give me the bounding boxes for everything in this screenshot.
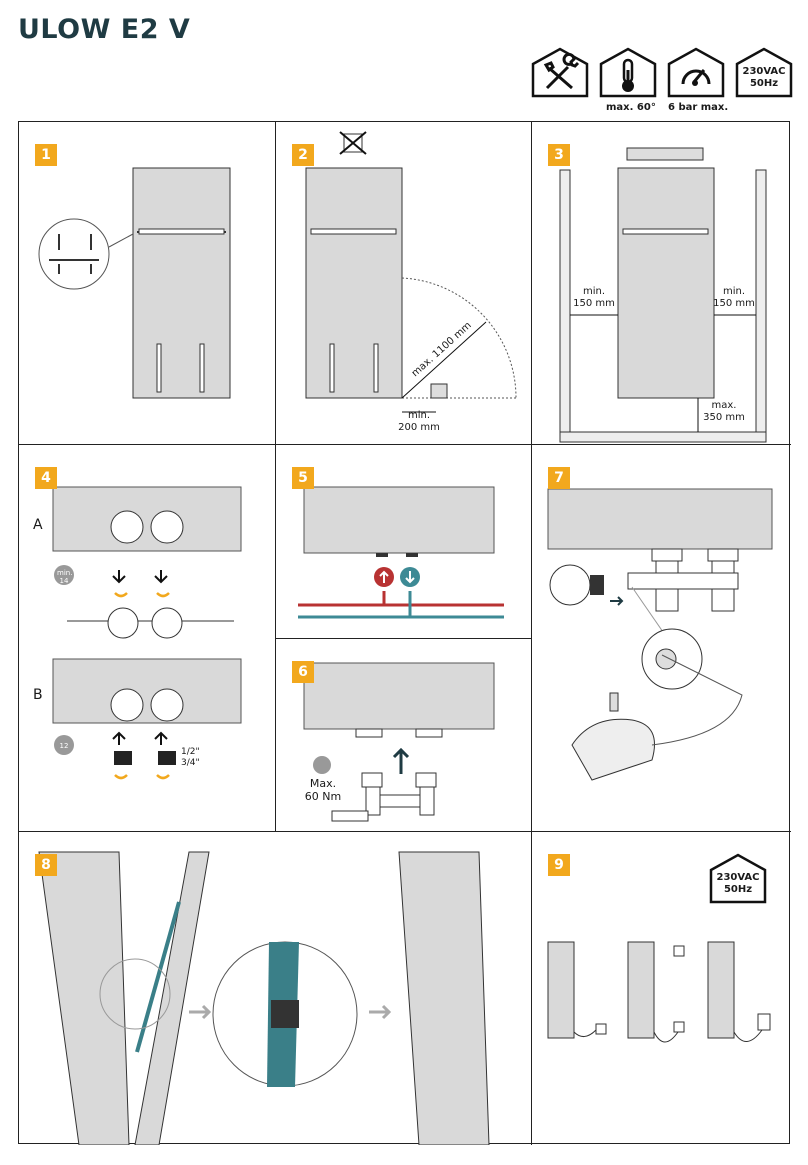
step-badge: 4 (35, 467, 57, 489)
step-badge: 7 (548, 467, 570, 489)
power-house-icon: 230VAC 50Hz (734, 46, 794, 102)
step-badge: 6 (292, 661, 314, 683)
step-8-panel: 8 (19, 832, 532, 1145)
power-frequency: 50Hz (723, 884, 753, 895)
pressure-caption: 6 bar max. (668, 102, 729, 113)
step-badge: 5 (292, 467, 314, 489)
step-4-panel: 4 A B min.14 12 1/2"3/4" (19, 445, 276, 832)
step-badge: 3 (548, 144, 570, 166)
pressure-gauge-icon (666, 46, 726, 102)
power-voltage: 230VAC (742, 66, 786, 77)
distance-min-label: min.200 mm (398, 410, 440, 433)
step-9-panel: 9 230VAC 50Hz (532, 832, 791, 1145)
thread-sizes: 1/2"3/4" (181, 747, 200, 768)
step-6-panel: 6 Max.60 Nm (276, 639, 532, 832)
variant-b-label: B (33, 687, 43, 703)
step-7-panel: 7 (532, 445, 791, 832)
torque-label: Max.60 Nm (304, 777, 342, 803)
tool-size-min: min.14 (57, 569, 73, 585)
product-title: ULOW E2 V (18, 14, 191, 45)
tool-size-b: 12 (59, 742, 69, 750)
power-voltage: 230VAC (716, 872, 760, 883)
step-badge: 1 (35, 144, 57, 166)
temperature-caption: max. 60° (606, 102, 656, 113)
thermometer-icon (598, 46, 658, 102)
power-frequency: 50Hz (749, 78, 779, 89)
floor-clearance-label: max.350 mm (703, 400, 745, 423)
power-house-icon: 230VAC 50Hz (708, 852, 768, 904)
step-2-panel: 2 max. 1100 mm min.200 mm (276, 122, 532, 445)
step-1-panel: 1 (19, 122, 276, 445)
instruction-grid: 1 2 max. (18, 121, 791, 1145)
step-badge: 9 (548, 854, 570, 876)
step-3-panel: 3 min.150 mm min.150 mm max.350 mm (532, 122, 791, 445)
step-5-panel: 5 (276, 445, 532, 639)
step-badge: 2 (292, 144, 314, 166)
variant-a-label: A (33, 517, 43, 533)
step-badge: 8 (35, 854, 57, 876)
right-clearance-label: min.150 mm (713, 286, 755, 309)
tools-icon (530, 46, 590, 102)
left-clearance-label: min.150 mm (573, 286, 615, 309)
